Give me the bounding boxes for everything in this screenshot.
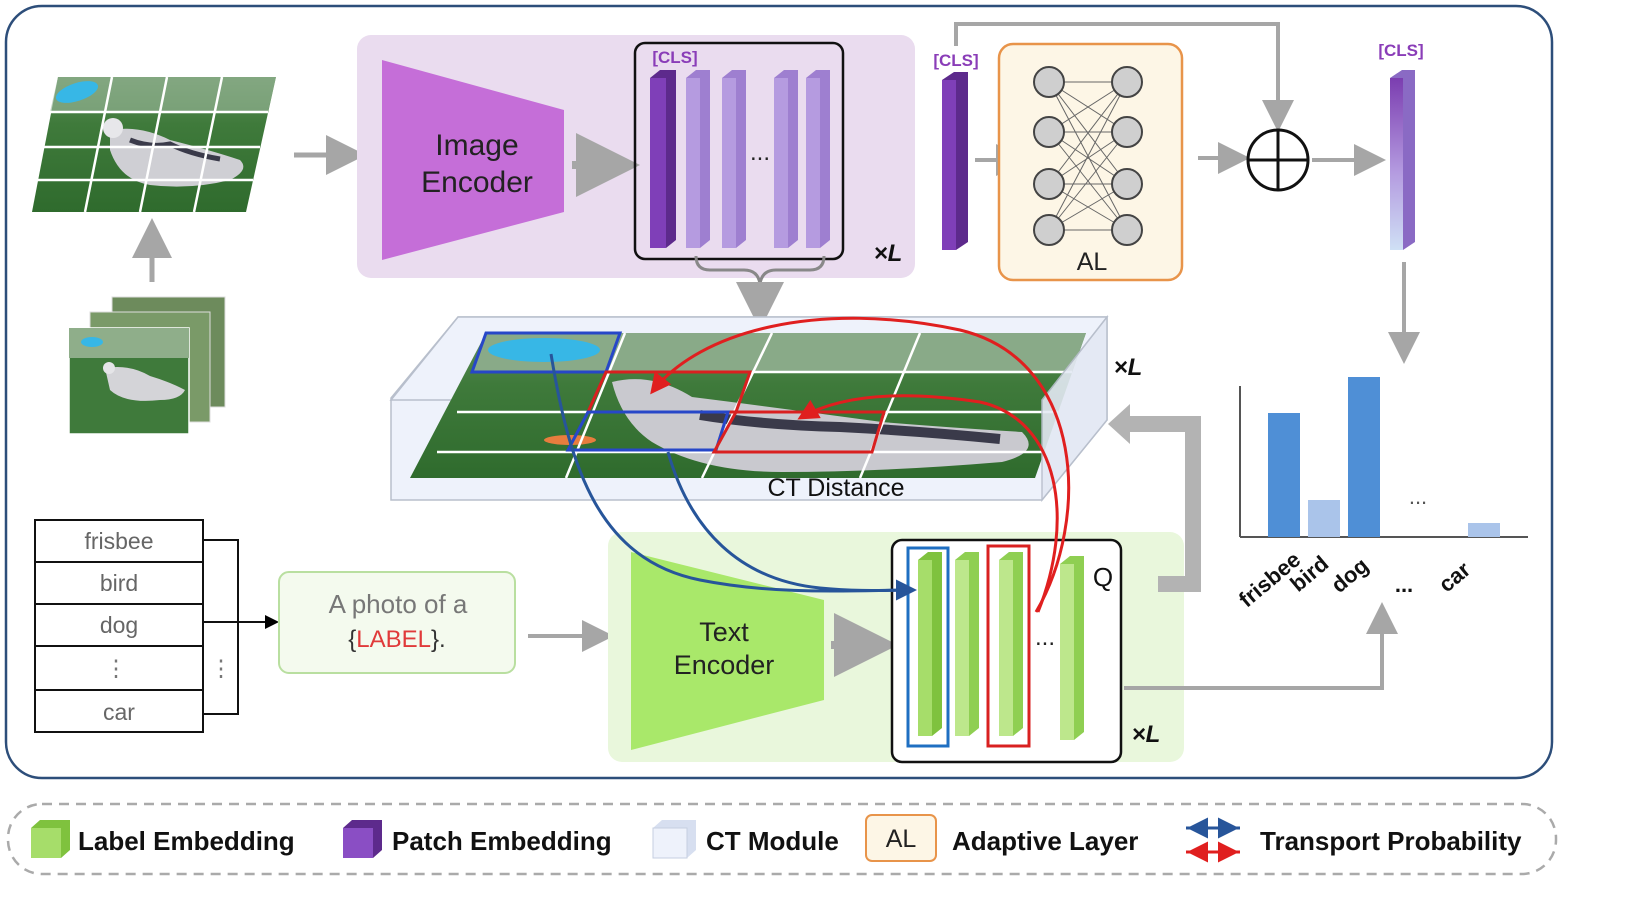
adaptive-layer-box — [997, 42, 1184, 282]
legend-frame — [6, 802, 1558, 876]
image-encoder-label-2: Encoder — [421, 166, 533, 199]
bar-frisbee — [1268, 413, 1300, 537]
query-label: Q — [1093, 562, 1113, 592]
selected-label-blue — [906, 546, 950, 748]
legend-ct-module-icon — [652, 820, 696, 859]
residual-add-icon — [1246, 128, 1310, 192]
legend-transport-icon — [1186, 817, 1240, 863]
pool-label: P — [749, 276, 766, 306]
legend-transport-probability: Transport Probability — [1260, 826, 1522, 856]
query-feedback-arrowhead — [1108, 404, 1130, 444]
cls-label-out: [CLS] — [1378, 41, 1423, 60]
label-item: dog — [100, 612, 138, 638]
bar-label-dots: ... — [1395, 572, 1413, 597]
text-encoder — [631, 552, 824, 750]
legend-patch-embedding: Patch Embedding — [392, 826, 612, 856]
transport-arrow-red-2 — [797, 394, 1059, 613]
prompt-template: {LABEL}. — [348, 626, 445, 653]
label-item: ⋮ — [105, 655, 128, 681]
cls-label-al-in: [CLS] — [933, 51, 978, 70]
score-bar-chart — [1239, 377, 1528, 538]
label-ellipsis: ... — [1035, 624, 1055, 651]
ct-module — [389, 314, 1109, 503]
bar-dots: ... — [1409, 484, 1427, 509]
transport-arrow-blue-2 — [666, 451, 913, 592]
prompt-prefix: A photo of a — [329, 589, 468, 619]
image-stack — [68, 296, 226, 435]
label-item: car — [103, 699, 135, 725]
selected-label-red — [986, 544, 1031, 748]
skip-connection-arrow — [954, 22, 1294, 132]
patch-token-bars — [650, 70, 830, 248]
label-item: frisbee — [84, 528, 153, 554]
legend-ct-module: CT Module — [706, 826, 839, 856]
legend-patch-embedding-icon — [343, 820, 382, 858]
text-encoder-label-1: Text — [699, 617, 749, 647]
legend-adaptive-layer: Adaptive Layer — [952, 826, 1138, 856]
repeat-l-ct: ×L — [1114, 354, 1143, 381]
prompt-template-box — [278, 571, 516, 674]
text-encoder-label-2: Encoder — [674, 650, 775, 680]
label-table — [34, 519, 239, 733]
prompt-close: }. — [431, 626, 446, 653]
prompt-label-token: LABEL — [356, 626, 431, 653]
image-encoder-label-1: Image — [435, 129, 518, 162]
al-label: AL — [1077, 248, 1108, 276]
prompt-open-brace: { — [348, 626, 356, 653]
adaptive-layer-network — [1033, 66, 1143, 246]
query-feedback-arrow — [1118, 416, 1201, 592]
input-image-patched — [32, 76, 276, 213]
legend-al-label: AL — [886, 825, 917, 853]
transport-arrow-red-1 — [650, 316, 1071, 613]
cls-token-in — [942, 72, 968, 250]
repeat-l-text: ×L — [1132, 721, 1161, 748]
label-side-dots: ⋮ — [210, 655, 233, 681]
legend-label-embedding-icon — [31, 820, 70, 858]
image-encoder — [382, 60, 564, 260]
patch-token-box — [633, 41, 845, 261]
legend-al-icon — [865, 814, 937, 862]
bar-dog — [1348, 377, 1380, 537]
label-item: bird — [100, 570, 138, 596]
patch-ellipsis: ... — [750, 139, 770, 166]
ct-distance-label: CT Distance — [767, 474, 904, 502]
repeat-l-image: ×L — [874, 240, 903, 267]
bar-car — [1468, 523, 1500, 537]
legend-label-embedding: Label Embedding — [78, 826, 295, 856]
label-token-bars — [918, 552, 1084, 740]
cls-token-out — [1390, 70, 1415, 250]
arrow-labels-to-chart — [1124, 602, 1398, 690]
bar-bird — [1308, 500, 1340, 537]
cls-label-encoder: [CLS] — [652, 48, 697, 67]
